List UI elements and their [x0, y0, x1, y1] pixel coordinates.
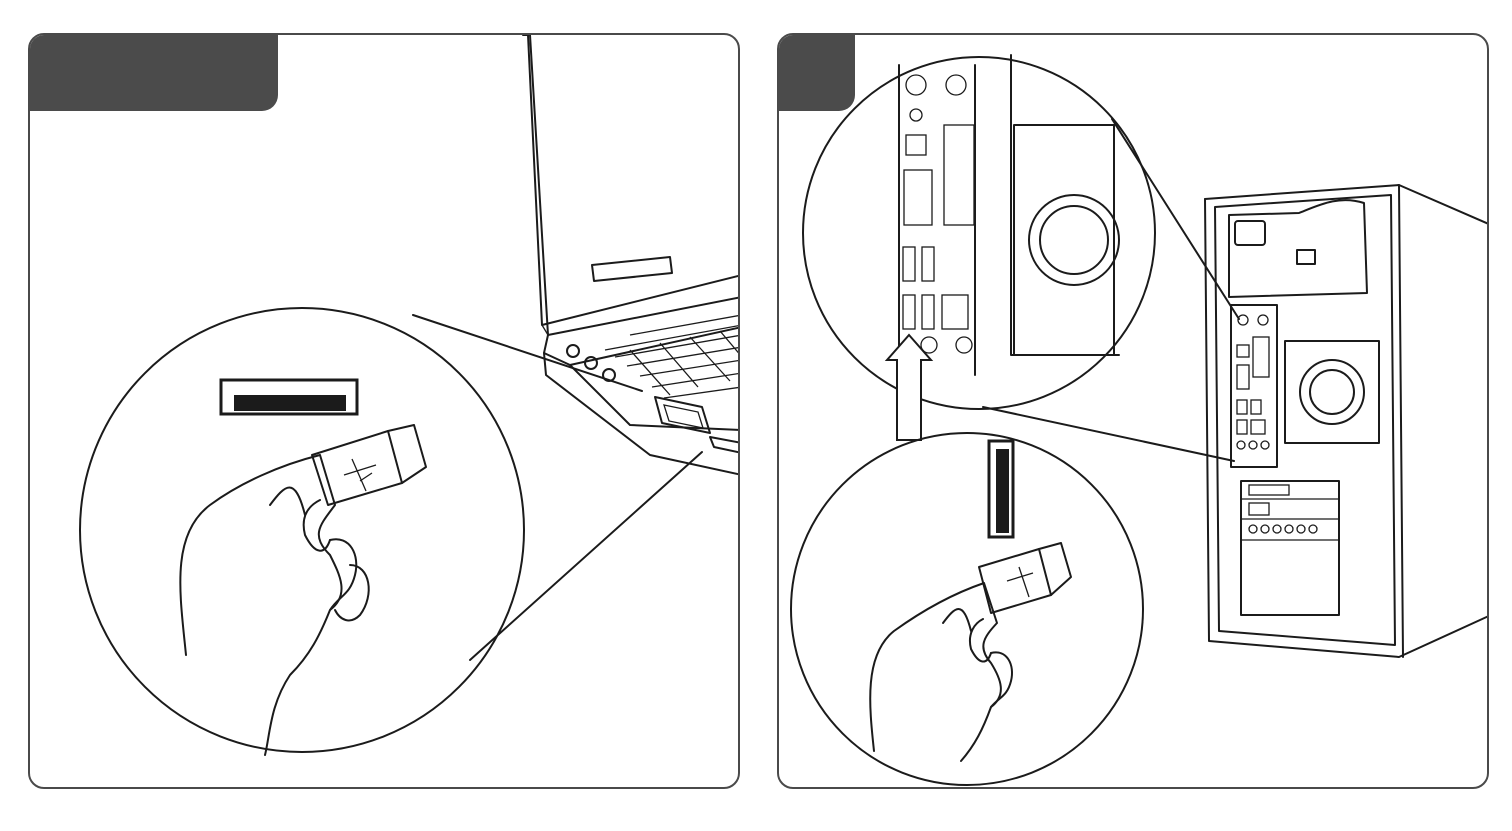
usb-port-icon	[922, 247, 934, 281]
ethernet-port-icon	[942, 295, 968, 329]
hand-with-usb-plug	[870, 543, 1071, 761]
usb-port-icon	[903, 295, 915, 329]
zoom-circle	[80, 308, 524, 752]
laptop-step-panel	[28, 33, 740, 789]
expansion-slots	[1241, 481, 1339, 615]
zoom-circle-rear-io	[803, 57, 1155, 409]
usb-port-icon	[710, 437, 740, 453]
usb-port-horizontal-icon	[221, 380, 357, 414]
power-socket-icon	[1235, 221, 1265, 245]
hand-with-usb-plug	[180, 425, 426, 755]
laptop-illustration	[30, 35, 740, 789]
rear-io-closeup	[899, 55, 1119, 395]
usb-connector-icon	[979, 543, 1071, 613]
laptop-screen	[523, 35, 740, 335]
desktop-illustration	[779, 35, 1489, 789]
usb-port-vertical-icon	[989, 441, 1013, 537]
laptop-base	[544, 315, 740, 475]
power-switch-icon	[1297, 250, 1315, 264]
usb-connector-icon	[312, 425, 426, 505]
usb-port-icon	[903, 247, 915, 281]
desktop-tower	[1205, 185, 1489, 657]
desktop-step-panel	[777, 33, 1489, 789]
audio-jack-icon	[567, 345, 579, 357]
usb-port-icon	[922, 295, 934, 329]
zoom-circle	[791, 433, 1143, 785]
audio-jack-icon	[585, 357, 597, 369]
